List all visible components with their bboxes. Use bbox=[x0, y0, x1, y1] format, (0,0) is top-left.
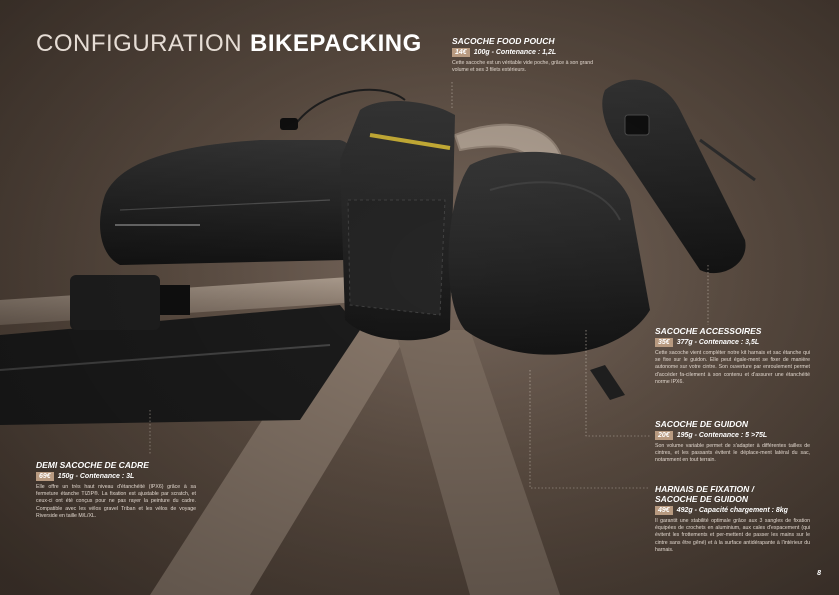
price-badge: 35€ bbox=[655, 338, 673, 347]
price-badge: 20€ bbox=[655, 431, 673, 440]
product-name: SACOCHE DE GUIDON bbox=[655, 419, 749, 429]
product-specs-row: 20€ 195g - Contenance : 5 >75L bbox=[655, 431, 810, 440]
product-name: DEMI SACOCHE DE CADRE bbox=[36, 460, 149, 470]
product-food-pouch: SACOCHE FOOD POUCH 14€ 100g - Contenance… bbox=[452, 36, 602, 74]
title-light: CONFIGURATION bbox=[36, 30, 243, 57]
product-name: SACOCHE ACCESSOIRES bbox=[655, 326, 762, 336]
product-accessoires: SACOCHE ACCESSOIRES 35€ 377g - Contenanc… bbox=[655, 326, 810, 386]
product-specs: 377g - Contenance : 3,5L bbox=[676, 339, 760, 346]
product-description: Cette sacoche est un véritable vide poch… bbox=[452, 60, 594, 74]
product-description: Son volume variable permet de s'adapter … bbox=[655, 443, 810, 464]
product-name-line1: HARNAIS DE FIXATION / bbox=[655, 484, 755, 494]
price-badge: 69€ bbox=[36, 472, 54, 481]
product-name-line2: SACOCHE DE GUIDON bbox=[655, 494, 749, 504]
product-harnais: HARNAIS DE FIXATION / SACOCHE DE GUIDON … bbox=[655, 484, 810, 554]
product-description: Il garantit une stabilité optimale grâce… bbox=[655, 518, 810, 553]
price-badge: 49€ bbox=[655, 506, 673, 515]
price-badge: 14€ bbox=[452, 48, 470, 57]
product-description: Elle offre un très haut niveau d'étanché… bbox=[36, 484, 196, 519]
page-title: CONFIGURATION BIKEPACKING bbox=[36, 30, 422, 58]
product-guidon: SACOCHE DE GUIDON 20€ 195g - Contenance … bbox=[655, 419, 810, 465]
product-cadre: DEMI SACOCHE DE CADRE 69€ 150g - Contena… bbox=[36, 460, 196, 520]
product-specs-row: 69€ 150g - Contenance : 3L bbox=[36, 472, 196, 481]
product-specs: 150g - Contenance : 3L bbox=[57, 473, 135, 480]
product-specs: 100g - Contenance : 1,2L bbox=[473, 49, 557, 56]
product-description: Cette sacoche vient compléter notre kit … bbox=[655, 350, 810, 385]
product-specs-row: 35€ 377g - Contenance : 3,5L bbox=[655, 338, 810, 347]
product-specs: 195g - Contenance : 5 >75L bbox=[676, 432, 768, 439]
title-bold: BIKEPACKING bbox=[250, 30, 422, 57]
product-specs-row: 14€ 100g - Contenance : 1,2L bbox=[452, 48, 602, 57]
product-specs: 492g - Capacité chargement : 8kg bbox=[676, 507, 788, 514]
product-name: SACOCHE FOOD POUCH bbox=[452, 36, 555, 46]
page-number: 8 bbox=[817, 570, 821, 577]
product-specs-row: 49€ 492g - Capacité chargement : 8kg bbox=[655, 506, 810, 515]
